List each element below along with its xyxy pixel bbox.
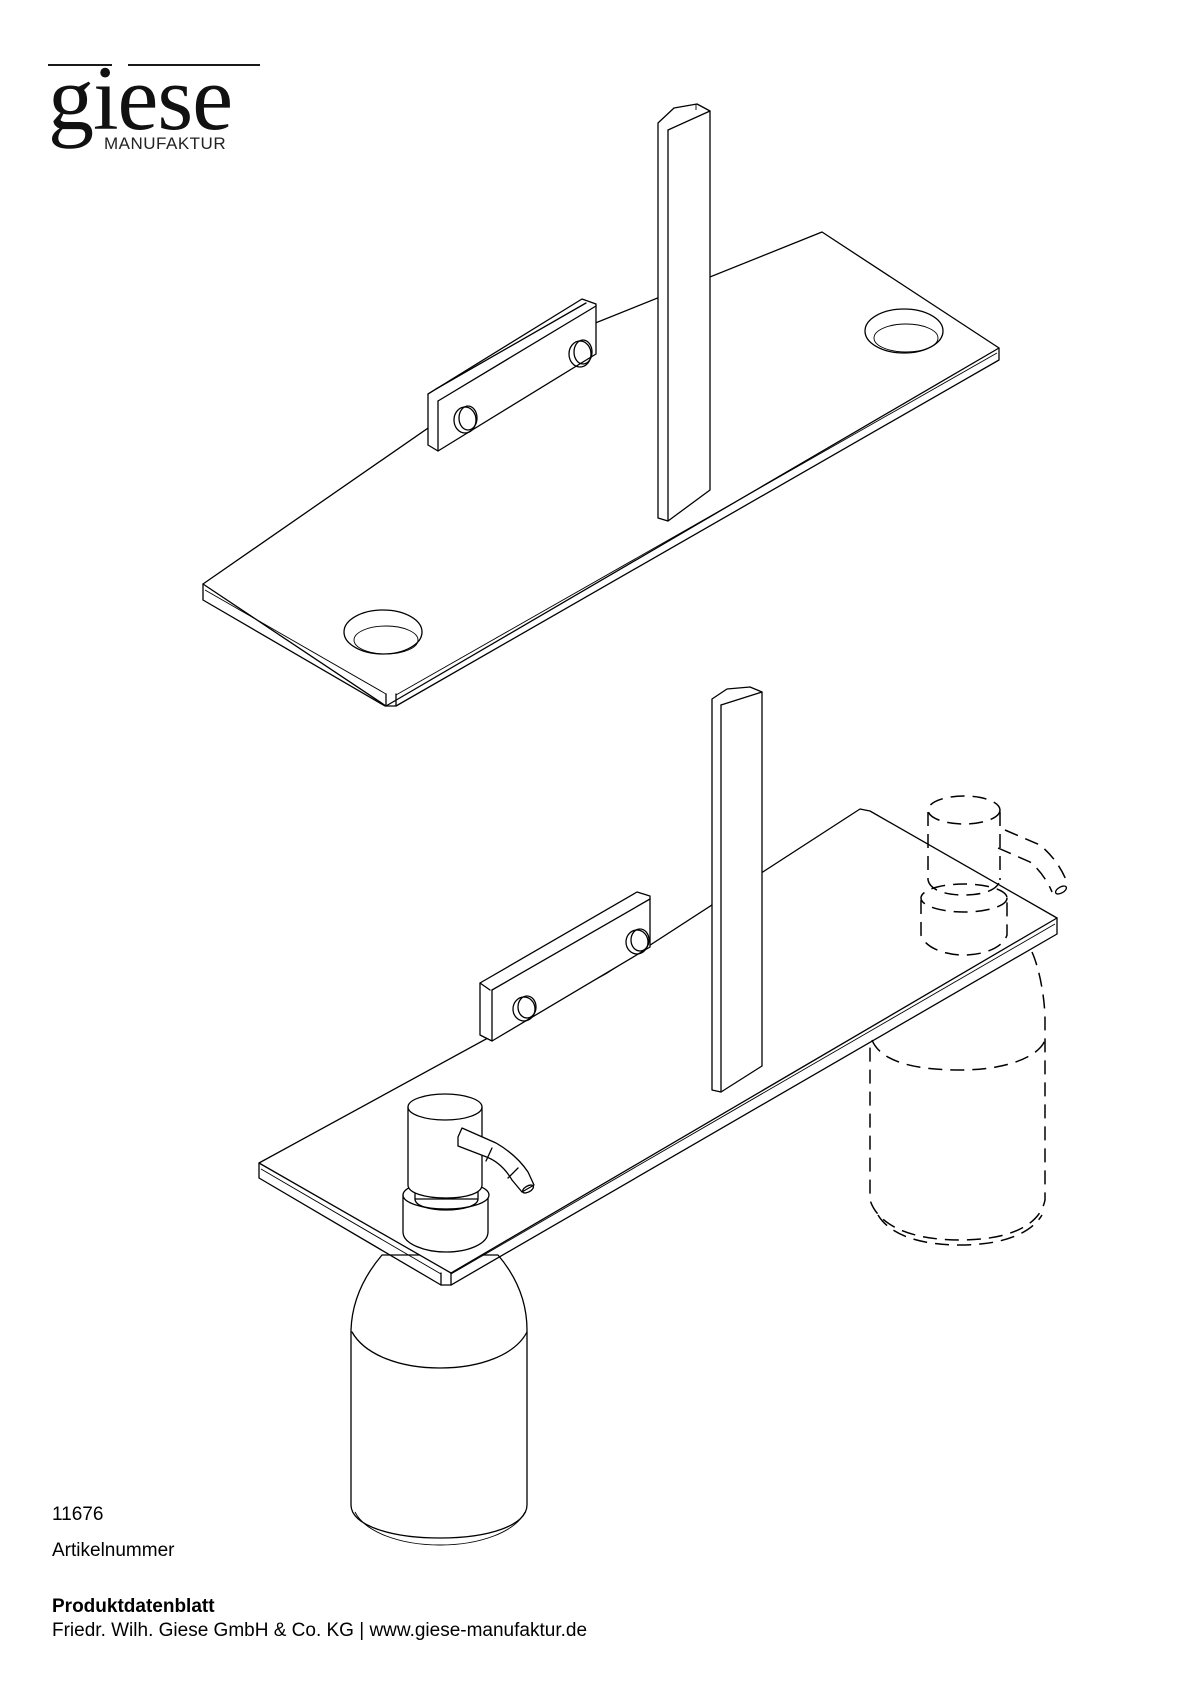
article-number: 11676 <box>52 1504 104 1525</box>
soap-dispenser-solid <box>402 1093 535 1253</box>
top-view-drawing <box>202 103 1000 707</box>
logo-wordmark: giese <box>48 47 233 149</box>
logo-subtitle: MANUFAKTUR <box>104 134 227 153</box>
document-title: Produktdatenblatt <box>52 1596 215 1617</box>
soap-dispenser-dashed <box>920 795 1069 956</box>
article-number-label: Artikelnummer <box>52 1540 175 1561</box>
company-info: Friedr. Wilh. Giese GmbH & Co. KG | www.… <box>52 1620 588 1641</box>
bottom-view-drawing <box>258 686 1069 1546</box>
logo-rule-right <box>128 64 260 66</box>
logo-rule-left <box>48 64 112 66</box>
brand-logo: giese MANUFAKTUR <box>48 52 260 160</box>
